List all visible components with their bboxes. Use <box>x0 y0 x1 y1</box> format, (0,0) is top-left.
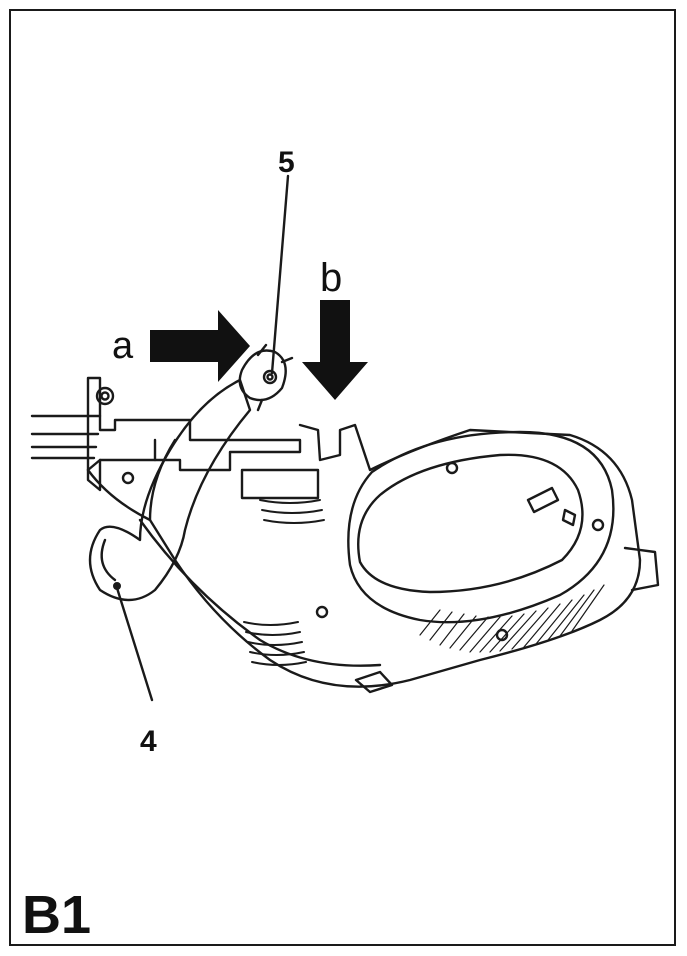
arrow-b <box>302 300 368 400</box>
arrow-b-label: b <box>320 256 343 300</box>
grip-hatching <box>419 584 605 653</box>
rating-label-plate <box>240 468 320 500</box>
trigger <box>354 670 394 694</box>
blade-bar <box>30 414 102 460</box>
callout-part-5: 5 <box>278 146 295 179</box>
arrow-a <box>150 310 250 382</box>
callout-part-4: 4 <box>140 725 157 758</box>
handle-knob-part-5 <box>238 174 294 412</box>
rear-handle <box>347 430 660 642</box>
motor-housing <box>86 423 642 688</box>
figure-frame <box>9 9 676 946</box>
gear-housing-bracket <box>86 376 302 492</box>
vent-slots <box>243 499 325 666</box>
figure-label: B1 <box>22 885 92 945</box>
front-handle-part-4 <box>88 378 252 702</box>
arrow-a-label: a <box>112 325 134 367</box>
